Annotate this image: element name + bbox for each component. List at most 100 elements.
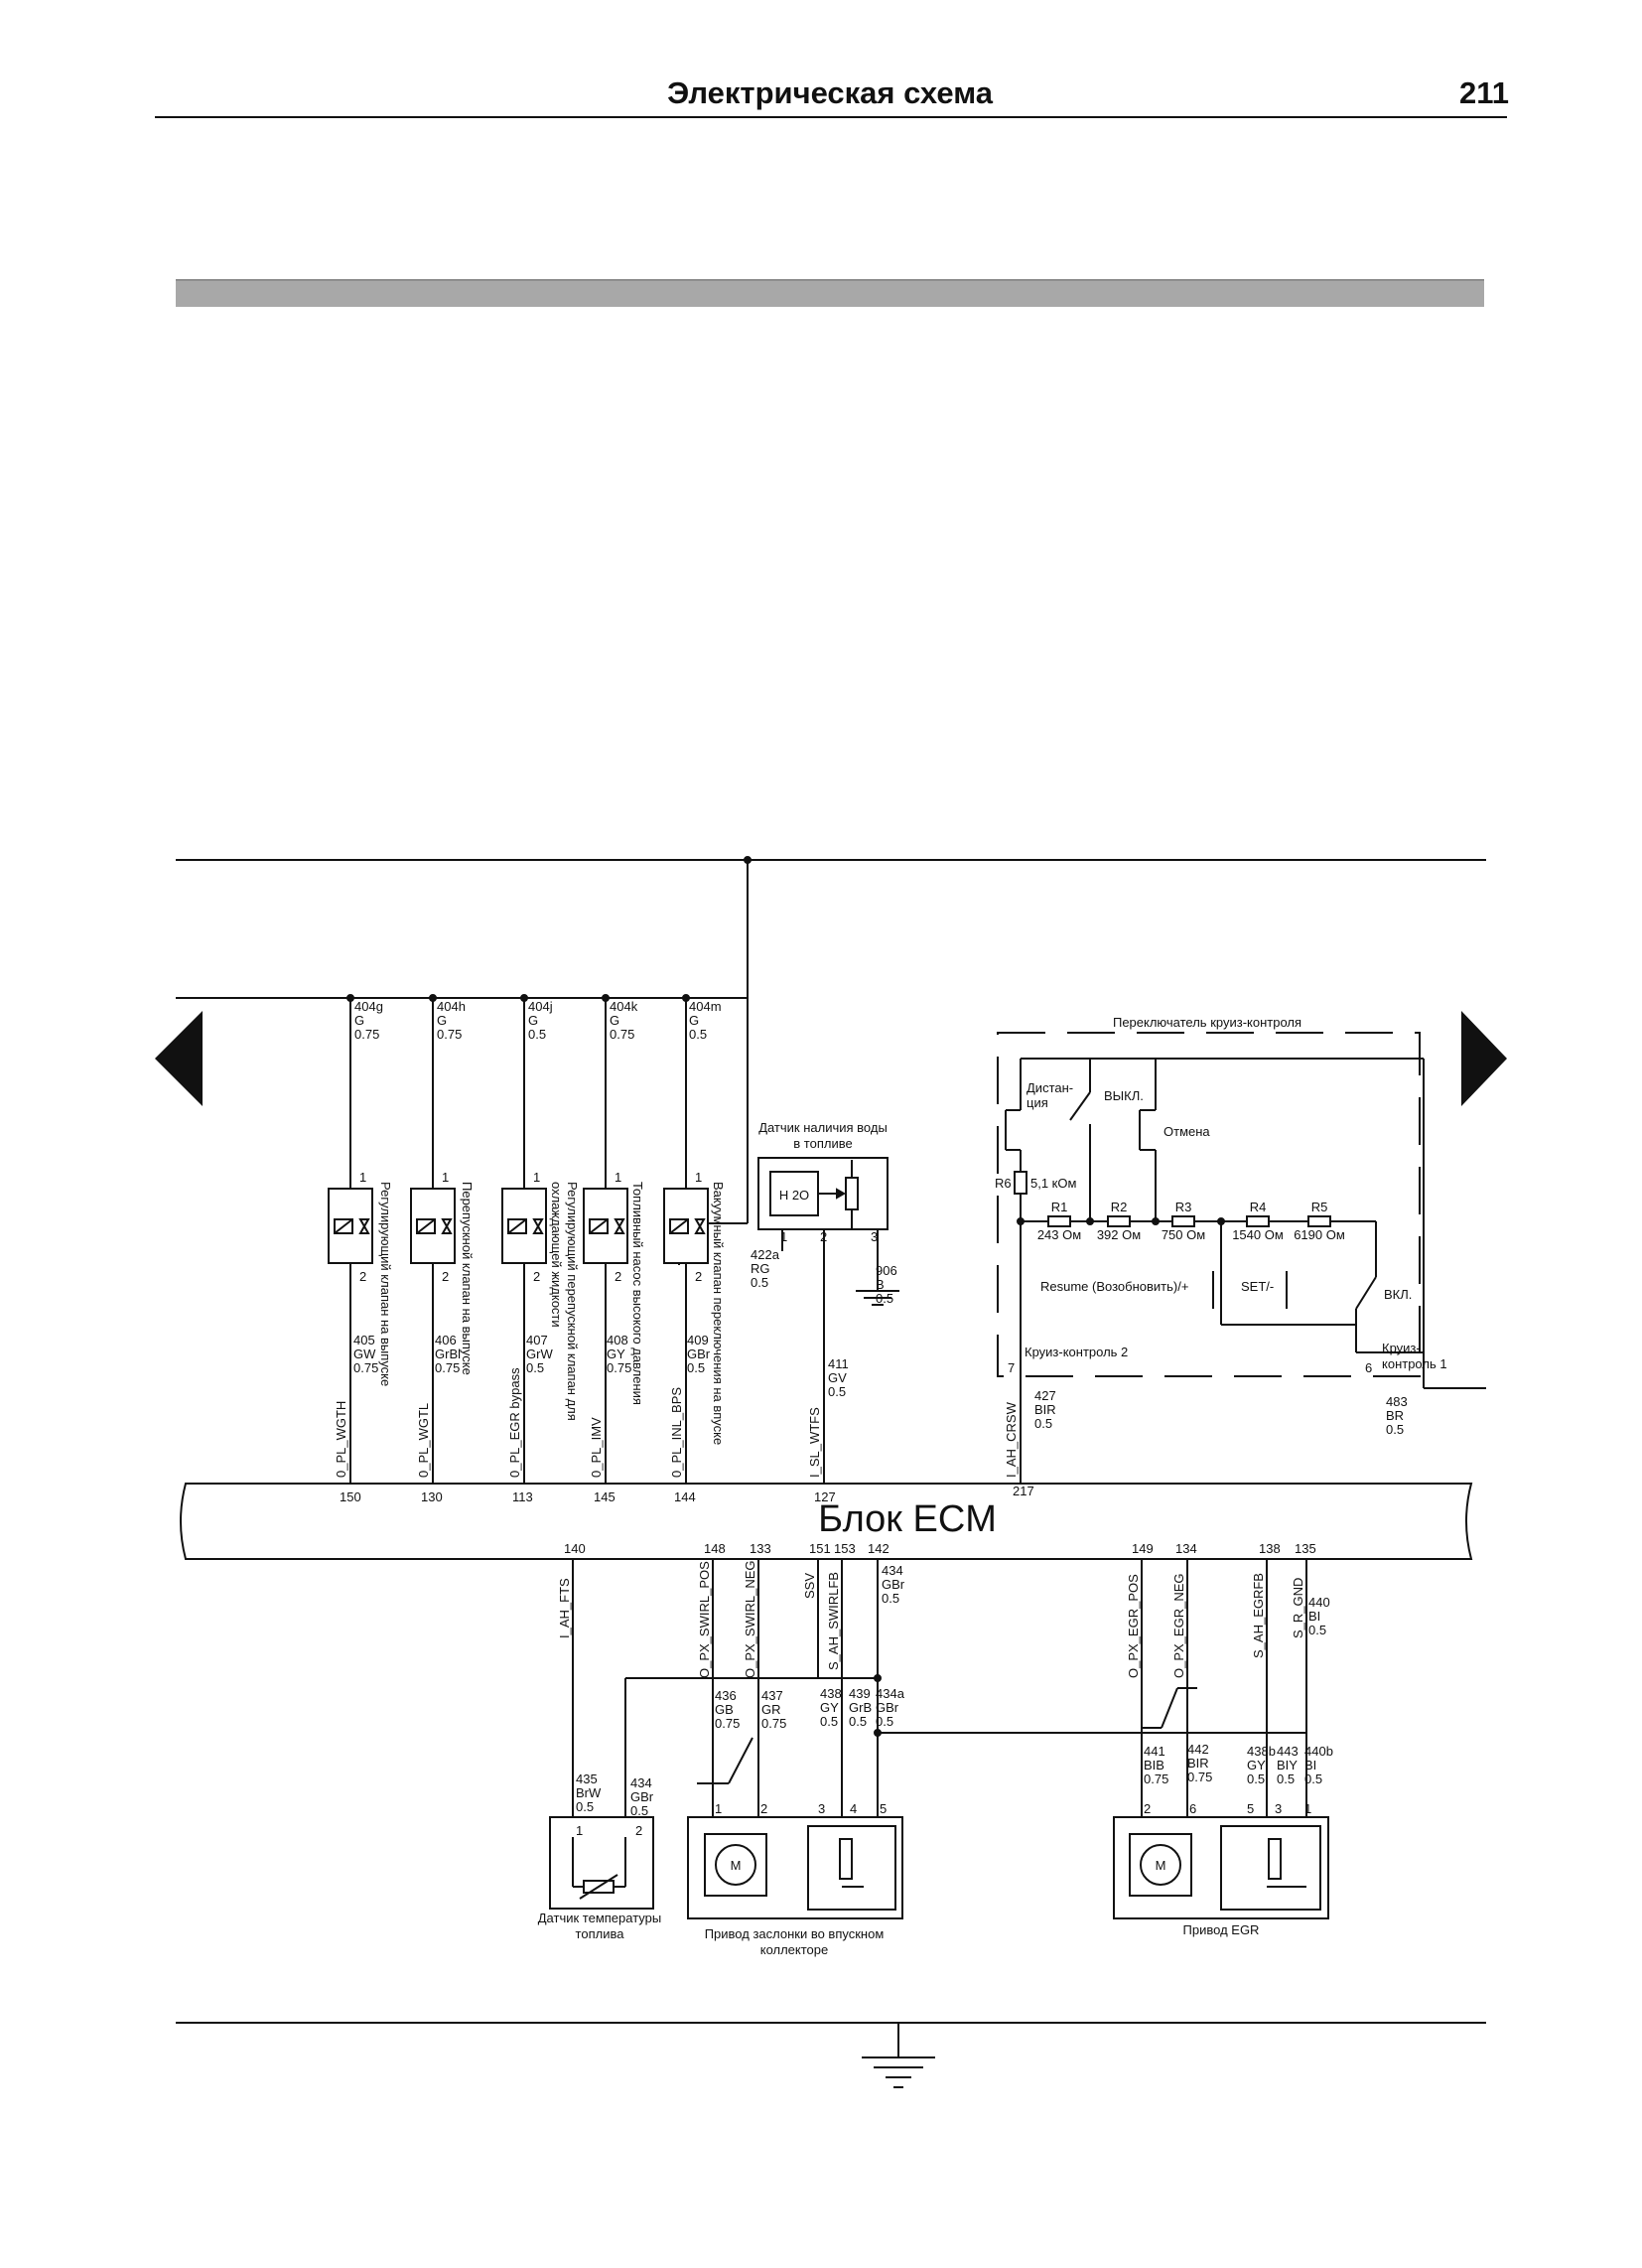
svg-text:434: 434 [630, 1775, 652, 1790]
header-rule [155, 116, 1507, 118]
svg-text:149: 149 [1132, 1541, 1154, 1556]
svg-text:127: 127 [814, 1489, 836, 1504]
svg-text:0.5: 0.5 [687, 1360, 705, 1375]
ecm-label: Блок ECM [818, 1498, 997, 1540]
svg-text:144: 144 [674, 1489, 696, 1504]
svg-text:427: 427 [1034, 1388, 1056, 1403]
svg-text:G: G [610, 1013, 619, 1028]
svg-text:S_AH_EGRFB: S_AH_EGRFB [1251, 1573, 1266, 1658]
svg-text:1: 1 [533, 1170, 540, 1185]
svg-text:435: 435 [576, 1772, 598, 1786]
svg-text:0.5: 0.5 [528, 1027, 546, 1042]
svg-text:2: 2 [1144, 1801, 1151, 1816]
svg-text:138: 138 [1259, 1541, 1281, 1556]
comp1-desc: Регулирующий клапан на выпуске [378, 1182, 393, 1386]
svg-text:R2: R2 [1111, 1200, 1128, 1214]
svg-text:0.75: 0.75 [610, 1027, 634, 1042]
svg-text:BI: BI [1308, 1609, 1320, 1624]
svg-text:G: G [437, 1013, 447, 1028]
svg-text:153: 153 [834, 1541, 856, 1556]
svg-text:1: 1 [695, 1170, 702, 1185]
svg-text:G: G [528, 1013, 538, 1028]
svg-text:0.5: 0.5 [828, 1384, 846, 1399]
cruise-signal: I_AH_CRSW [1004, 1401, 1019, 1478]
svg-text:2: 2 [359, 1269, 366, 1284]
comp3-desc2: охлаждающей жидкости [549, 1182, 564, 1328]
svg-text:407: 407 [526, 1333, 548, 1347]
svg-text:Круиз-контроль 2: Круиз-контроль 2 [1025, 1345, 1128, 1359]
svg-text:6: 6 [1189, 1801, 1196, 1816]
svg-text:1: 1 [576, 1823, 583, 1838]
svg-text:1: 1 [359, 1170, 366, 1185]
svg-text:1: 1 [615, 1170, 621, 1185]
svg-text:R3: R3 [1175, 1200, 1192, 1214]
svg-text:0.75: 0.75 [354, 1027, 379, 1042]
svg-text:406: 406 [435, 1333, 457, 1347]
svg-text:422a: 422a [751, 1247, 780, 1262]
svg-text:GrW: GrW [526, 1347, 553, 1361]
svg-text:2: 2 [760, 1801, 767, 1816]
svg-text:2: 2 [820, 1229, 827, 1244]
svg-text:SSV: SSV [802, 1573, 817, 1599]
svg-text:0.5: 0.5 [1308, 1623, 1326, 1637]
svg-text:H 2O: H 2O [779, 1188, 809, 1203]
svg-text:134: 134 [1175, 1541, 1197, 1556]
comp3-signal: 0_PL_EGR bypass [507, 1367, 522, 1478]
comp4-desc: Топливный насос высокого давления [630, 1182, 645, 1405]
fuel-temp-label: Датчик температуры [538, 1911, 661, 1925]
svg-text:148: 148 [704, 1541, 726, 1556]
svg-text:BIR: BIR [1187, 1756, 1209, 1771]
swirl-actuator [687, 1816, 903, 1919]
comp2-desc: Перепускной клапан на выпуске [460, 1182, 475, 1375]
comp5-desc: Вакуумный клапан переключения на впуске [711, 1182, 726, 1445]
svg-text:1540 Ом: 1540 Ом [1232, 1227, 1284, 1242]
svg-text:405: 405 [353, 1333, 375, 1347]
svg-text:0.5: 0.5 [849, 1714, 867, 1729]
prev-page-arrow-icon[interactable] [155, 1011, 203, 1106]
svg-text:0.5: 0.5 [876, 1714, 893, 1729]
svg-text:142: 142 [868, 1541, 889, 1556]
svg-text:133: 133 [750, 1541, 771, 1556]
svg-text:GBr: GBr [876, 1700, 899, 1715]
svg-text:3: 3 [1275, 1801, 1282, 1816]
svg-text:434: 434 [882, 1563, 903, 1578]
svg-text:0.5: 0.5 [1386, 1422, 1404, 1437]
svg-text:6: 6 [1365, 1360, 1372, 1375]
svg-text:GrBl: GrBl [435, 1347, 461, 1361]
svg-text:2: 2 [635, 1823, 642, 1838]
svg-text:409: 409 [687, 1333, 709, 1347]
svg-text:BR: BR [1386, 1408, 1404, 1423]
svg-text:0.75: 0.75 [607, 1360, 631, 1375]
svg-text:392 Ом: 392 Ом [1097, 1227, 1141, 1242]
svg-text:2: 2 [615, 1269, 621, 1284]
svg-text:0.75: 0.75 [1187, 1770, 1212, 1784]
section-bar [176, 279, 1484, 307]
svg-text:GBr: GBr [882, 1577, 905, 1592]
svg-text:коллекторе: коллекторе [760, 1942, 829, 1957]
svg-text:443: 443 [1277, 1744, 1299, 1759]
comp2-signal: 0_PL_WGTL [416, 1403, 431, 1478]
svg-text:0.5: 0.5 [1247, 1772, 1265, 1786]
svg-text:ВЫКЛ.: ВЫКЛ. [1104, 1088, 1144, 1103]
svg-text:R5: R5 [1311, 1200, 1328, 1214]
svg-text:R1: R1 [1051, 1200, 1068, 1214]
svg-text:151: 151 [809, 1541, 831, 1556]
svg-text:GB: GB [715, 1702, 734, 1717]
svg-text:Круиз-: Круиз- [1382, 1341, 1421, 1355]
svg-text:438b: 438b [1247, 1744, 1276, 1759]
svg-text:G: G [689, 1013, 699, 1028]
svg-text:GY: GY [607, 1347, 625, 1361]
svg-text:750 Ом: 750 Ом [1162, 1227, 1205, 1242]
svg-text:439: 439 [849, 1686, 871, 1701]
svg-text:ВКЛ.: ВКЛ. [1384, 1287, 1412, 1302]
svg-text:1: 1 [1304, 1801, 1311, 1816]
svg-text:2: 2 [533, 1269, 540, 1284]
svg-text:Дистан-: Дистан- [1026, 1080, 1073, 1095]
svg-text:7: 7 [1008, 1360, 1015, 1375]
page-number: 211 [1458, 75, 1509, 110]
svg-text:2: 2 [695, 1269, 702, 1284]
svg-text:1: 1 [442, 1170, 449, 1185]
svg-text:1: 1 [715, 1801, 722, 1816]
next-page-arrow-icon[interactable] [1461, 1011, 1507, 1106]
